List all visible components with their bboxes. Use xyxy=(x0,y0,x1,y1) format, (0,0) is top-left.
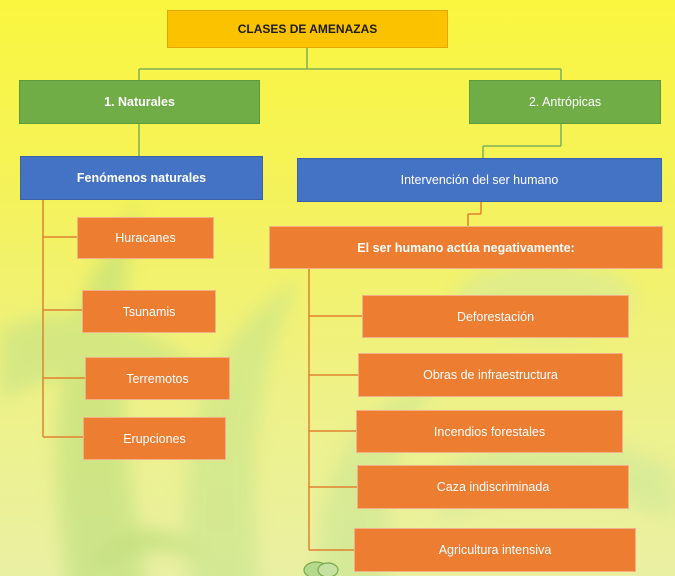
category-natural-prefix: Fe xyxy=(76,171,92,185)
category-human-intervention: Intervención del ser humano xyxy=(297,158,662,202)
item-agricultura-intensiva: Agricultura intensiva xyxy=(354,528,636,572)
subcategory-human-negative: El ser humano actúa negativamente: xyxy=(269,226,663,269)
item-obras-infraestructura: Obras de infraestructura xyxy=(358,353,623,397)
leaf-icon xyxy=(303,561,339,576)
category-natural-rest: nómenos naturales xyxy=(91,171,207,185)
branch-anthropic: 2. Antrópicas xyxy=(469,80,661,124)
item-huracanes: Huracanes xyxy=(77,217,214,259)
item-incendios-forestales: Incendios forestales xyxy=(356,410,623,453)
item-erupciones: Erupciones xyxy=(83,417,226,460)
item-caza-indiscriminada: Caza indiscriminada xyxy=(357,465,629,509)
item-deforestacion: Deforestación xyxy=(362,295,629,338)
diagram-title: CLASES DE AMENAZAS xyxy=(167,10,448,48)
branch-natural: 1. Naturales xyxy=(19,80,260,124)
item-tsunamis: Tsunamis xyxy=(82,290,216,333)
item-terremotos: Terremotos xyxy=(85,357,230,400)
